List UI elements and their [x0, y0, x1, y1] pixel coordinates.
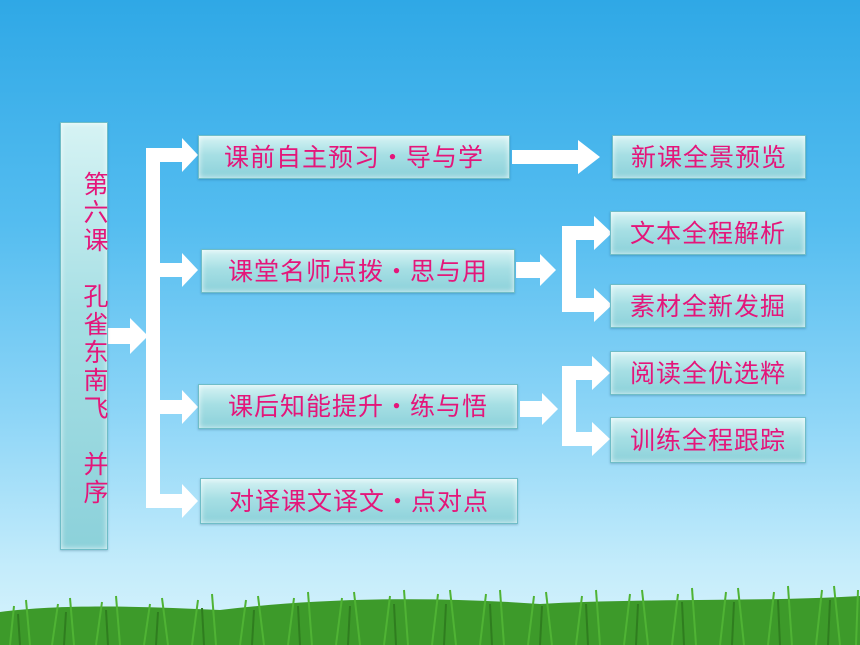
s3-split-line [562, 366, 576, 446]
arrow-to-section-2 [146, 253, 198, 287]
arrow-s2-child-1 [562, 216, 612, 250]
arrow-s3-child-1 [562, 356, 610, 390]
arrow-s1-child [512, 140, 600, 174]
child-material-discovery[interactable]: 素材全新发掘 [610, 284, 806, 328]
section-preview[interactable]: 课前自主预习・导与学 [198, 135, 510, 179]
child-text-analysis[interactable]: 文本全程解析 [610, 211, 806, 255]
child-preview-overview[interactable]: 新课全景预览 [612, 135, 806, 179]
section-classroom[interactable]: 课堂名师点拨・思与用 [201, 249, 515, 293]
child-training-tracking[interactable]: 训练全程跟踪 [610, 417, 806, 463]
s2-split-line [562, 226, 576, 312]
section-after-class[interactable]: 课后知能提升・练与悟 [198, 384, 518, 429]
arrow-to-section-1 [146, 138, 198, 172]
trunk-line [146, 148, 160, 508]
arrow-to-section-4 [146, 484, 198, 518]
arrow-s2-child-2 [562, 288, 612, 322]
arrow-s3-trunk [520, 393, 558, 425]
arrow-s3-child-2 [562, 422, 610, 456]
section-translation[interactable]: 对译课文译文・点对点 [200, 478, 518, 524]
arrow-to-section-3 [146, 390, 198, 424]
arrow-s2-trunk [516, 254, 556, 286]
lesson-title: 第六课 孔雀东南飞 并序 [60, 122, 109, 550]
arrow-title-to-trunk [108, 318, 148, 354]
child-reading-selection[interactable]: 阅读全优选粹 [610, 351, 806, 395]
